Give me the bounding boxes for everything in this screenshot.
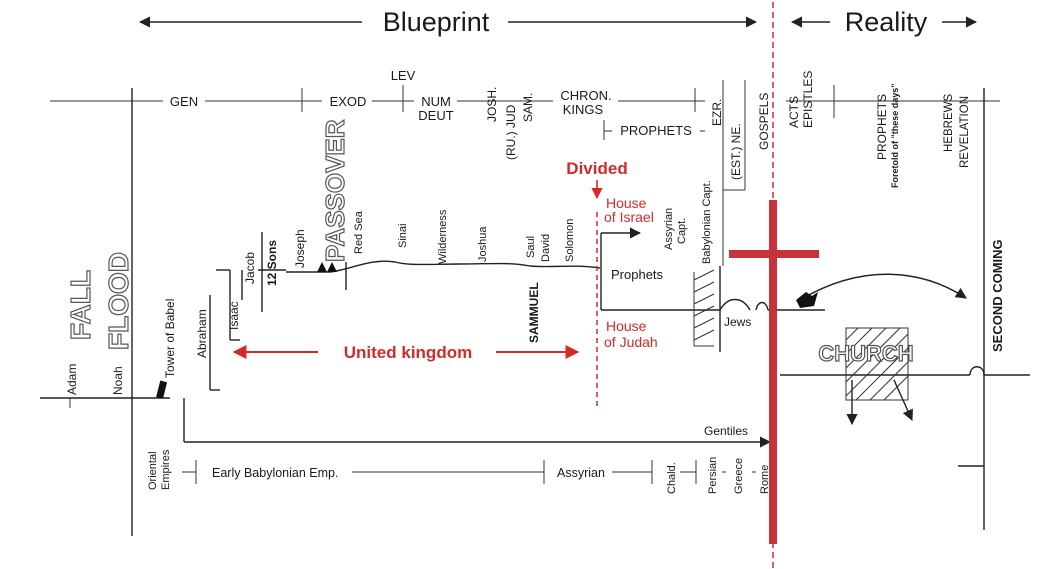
label-house-of-judah-1: House <box>606 318 647 334</box>
label-united-kingdom: United kingdom <box>344 343 472 362</box>
babylonian-captivity-hatching <box>693 269 715 347</box>
book-timeline <box>50 80 1000 266</box>
label-house-of-israel-1: House <box>606 195 647 211</box>
label-solomon: Solomon <box>564 219 576 262</box>
rapture-figure-icon <box>796 292 818 308</box>
label-divided: Divided <box>566 159 627 178</box>
empires-timeline <box>182 460 756 484</box>
label-oriental-2: Empires <box>160 449 172 490</box>
label-twelve-sons: 12 Sons <box>265 240 279 286</box>
label-babylonian-capt: Babylonian Capt. <box>701 180 713 264</box>
label-church: CHURCH <box>818 341 913 366</box>
label-assyrian: Assyrian <box>557 466 605 480</box>
label-adam: Adam <box>65 364 79 395</box>
label-red-sea: Red Sea <box>353 210 365 254</box>
blueprint-header: Blueprint <box>138 7 758 37</box>
book-lev: LEV <box>391 68 416 83</box>
label-house-of-judah-2: of Judah <box>604 334 658 350</box>
label-jews: Jews <box>724 315 751 329</box>
label-flood: FLOOD <box>103 252 134 350</box>
reality-header: Reality <box>790 7 978 37</box>
book-acts: ACTS <box>787 96 801 128</box>
label-gentiles: Gentiles <box>704 424 748 438</box>
book-hebrews: HEBREWS <box>943 94 955 152</box>
blueprint-title: Blueprint <box>383 7 490 37</box>
book-foretold-note: Foretold of "these days" <box>890 83 900 188</box>
label-assyrian-capt-2: Capt. <box>676 218 688 244</box>
book-sam: SAM. <box>521 93 535 122</box>
label-samuel: SAMMUEL <box>527 282 541 343</box>
label-rome: Rome <box>759 465 771 494</box>
book-gen: GEN <box>170 94 198 109</box>
label-early-babylonian: Early Babylonian Emp. <box>212 466 338 480</box>
history-lines <box>40 88 772 536</box>
book-gospels: GOSPELS <box>757 93 771 150</box>
book-chron: CHRON. <box>560 88 611 103</box>
united-kingdom-marker: United kingdom <box>232 343 580 362</box>
book-deut: DEUT <box>418 108 453 123</box>
label-passover: PASSOVER <box>320 119 350 262</box>
book-josh: JOSH. <box>485 87 499 122</box>
label-second-coming: SECOND COMING <box>990 239 1005 352</box>
label-joshua: Joshua <box>477 226 489 262</box>
label-house-of-israel-2: of Israel <box>604 209 654 225</box>
passover-marker-1 <box>317 262 327 272</box>
label-greece: Greece <box>733 458 745 494</box>
book-ezr: EZR. <box>710 99 724 126</box>
label-david: David <box>540 234 552 262</box>
label-persian: Persian <box>707 457 719 494</box>
label-joseph: Joseph <box>293 229 307 268</box>
tower-of-babel-marker <box>156 380 168 399</box>
book-est-ne: (EST.) NE. <box>729 123 743 180</box>
label-jacob: Jacob <box>243 252 257 284</box>
label-oriental-1: Oriental <box>147 451 159 490</box>
book-exod: EXOD <box>330 94 367 109</box>
divided-marker: Divided <box>566 159 628 410</box>
israel-judah-lines <box>600 227 825 352</box>
label-fall: FALL <box>65 270 96 340</box>
reality-title: Reality <box>845 7 928 37</box>
cross <box>729 200 819 544</box>
label-noah: Noah <box>111 366 125 395</box>
book-epistles: EPISTLES <box>801 71 815 128</box>
book-ru-jud: (RU.) JUD <box>504 104 518 160</box>
book-prophets: PROPHETS <box>620 123 692 138</box>
label-saul: Saul <box>525 236 537 258</box>
book-revelation: REVELATION <box>959 96 971 168</box>
label-tower-of-babel: Tower of Babel <box>163 299 177 378</box>
label-sinai: Sinai <box>397 224 409 248</box>
church-hatching <box>845 327 909 401</box>
label-chald: Chald. <box>666 462 678 494</box>
book-kings: KINGS <box>563 102 604 117</box>
label-wilderness: Wilderness <box>437 209 449 264</box>
label-prophets-mid: Prophets <box>611 267 664 282</box>
label-abraham: Abraham <box>195 309 209 358</box>
label-isaac: Isaac <box>227 301 241 330</box>
passover-marker-2 <box>327 262 337 272</box>
book-num: NUM <box>421 94 451 109</box>
book-prophets-foretold: PROPHETS <box>875 94 889 160</box>
label-assyrian-capt-1: Assyrian <box>663 208 675 250</box>
